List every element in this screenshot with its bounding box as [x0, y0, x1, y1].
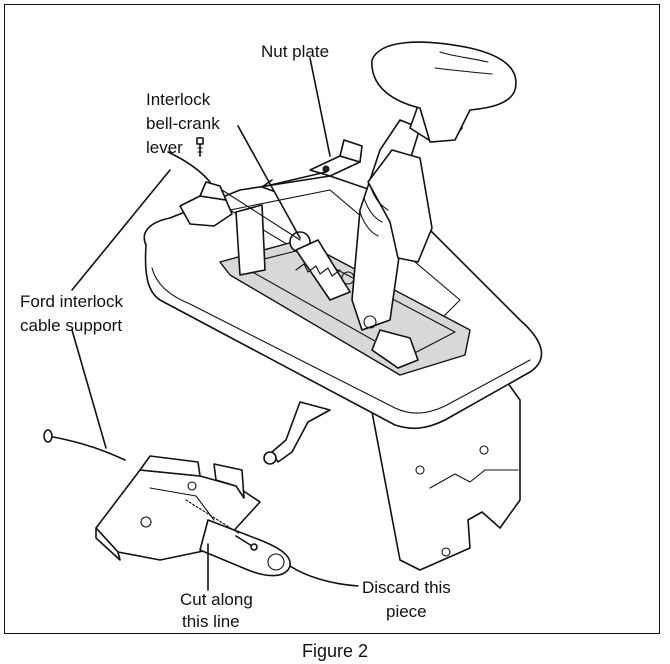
discard-leader: [289, 565, 359, 587]
ford-support-leader: [71, 169, 171, 291]
ford-support-leader-lower: [71, 329, 107, 449]
shift-lever: [351, 119, 433, 369]
label-ford-line1: Ford interlock: [20, 292, 123, 311]
label-interlock-line1: Interlock: [146, 90, 211, 109]
label-cut-line2: this line: [182, 612, 240, 631]
nut-plate-leader: [309, 57, 331, 157]
label-discard-line2: piece: [386, 602, 427, 621]
interlock-support-installed: [167, 151, 301, 241]
label-cut-line1: Cut along: [180, 590, 253, 609]
nut-plate-part: [309, 139, 363, 177]
bolt-icon: [196, 137, 204, 157]
label-nut-plate: Nut plate: [261, 42, 330, 61]
nut-plate-arrow: [261, 171, 327, 188]
label-discard-line1: Discard this: [362, 578, 451, 597]
label-interlock-line2: bell-crank: [146, 114, 220, 133]
label-ford-line2: cable support: [20, 316, 123, 335]
label-interlock-line3: lever: [146, 138, 183, 157]
leader-lines: [71, 57, 359, 591]
figure-caption: Figure 2: [301, 641, 369, 661]
shift-knob: [371, 41, 517, 143]
interlock-support-detail: [43, 429, 291, 577]
bell-crank-leader: [237, 125, 301, 239]
